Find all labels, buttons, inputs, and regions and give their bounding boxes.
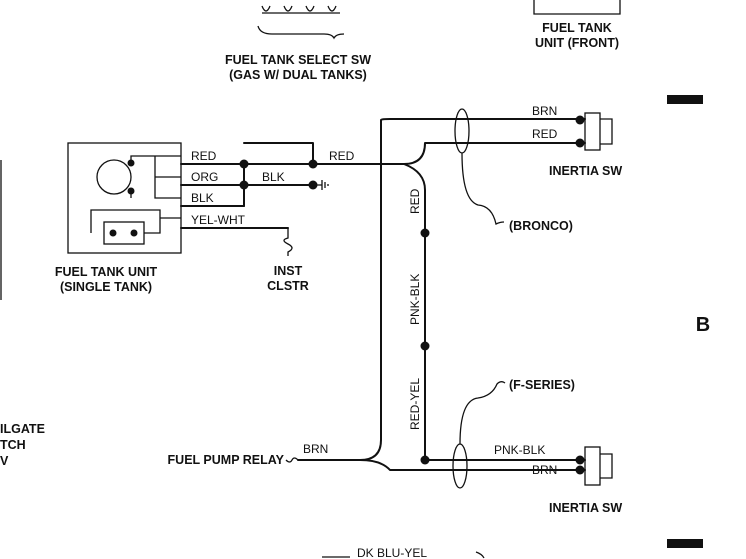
tank-unit-title: FUEL TANK UNIT bbox=[55, 265, 158, 279]
tank-unit-wires bbox=[180, 142, 382, 256]
bottom-cut-arrow bbox=[475, 551, 485, 559]
tank-unit-subtitle: (SINGLE TANK) bbox=[60, 280, 152, 294]
left-cut-label-2: TCH bbox=[0, 438, 26, 452]
select-switch-title: FUEL TANK SELECT SW bbox=[225, 53, 371, 67]
wire-label-red-out: RED bbox=[329, 149, 355, 163]
wire-label-blk: BLK bbox=[191, 191, 214, 205]
sender-gauge-icon bbox=[96, 159, 132, 195]
wire-label-blk-jumper: BLK bbox=[262, 170, 285, 184]
wire-label-red: RED bbox=[191, 149, 217, 163]
inertia-top-wire-brn: BRN bbox=[532, 104, 557, 118]
fuel-tank-unit-front-sublabel: UNIT (FRONT) bbox=[535, 36, 619, 50]
section-letter: B bbox=[696, 314, 710, 336]
inertia-bottom-wire-pnk-blk: PNK-BLK bbox=[494, 443, 545, 457]
fuel-tank-unit bbox=[67, 142, 182, 254]
wire-label-org: ORG bbox=[191, 170, 218, 184]
inertia-switch-top bbox=[454, 108, 613, 225]
inertia-bottom-wire-brn: BRN bbox=[532, 463, 557, 477]
wire-label-vertical-red-yel: RED-YEL bbox=[408, 378, 422, 430]
inertia-bottom-title: INERTIA SW bbox=[549, 501, 622, 515]
wire-label-vertical-red: RED bbox=[408, 188, 422, 214]
margin-tab-bottom bbox=[667, 539, 703, 548]
fuel-pump-relay-label: FUEL PUMP RELAY bbox=[168, 453, 285, 467]
inst-clstr-sublabel: CLSTR bbox=[267, 279, 309, 293]
wire-label-yel-wht: YEL-WHT bbox=[191, 213, 246, 227]
fuel-tank-unit-front-box bbox=[533, 0, 621, 15]
inst-clstr-label: INST bbox=[274, 264, 303, 278]
inertia-top-title: INERTIA SW bbox=[549, 164, 622, 178]
wire-label-vertical-pnk-blk: PNK-BLK bbox=[408, 274, 422, 325]
main-harness bbox=[285, 118, 586, 471]
harness-ring-top bbox=[454, 108, 470, 154]
select-switch-terminals bbox=[257, 5, 345, 40]
inertia-top-wire-red: RED bbox=[532, 127, 558, 141]
select-switch-subtitle: (GAS W/ DUAL TANKS) bbox=[229, 68, 367, 82]
left-cut-label-1: ILGATE bbox=[0, 422, 45, 436]
harness-ring-bottom bbox=[452, 443, 468, 489]
left-cut-label-3: V bbox=[0, 454, 9, 468]
inertia-top-callout: (BRONCO) bbox=[509, 219, 573, 233]
inertia-bottom-callout: (F-SERIES) bbox=[509, 378, 575, 392]
bottom-cut-label: DK BLU-YEL bbox=[357, 546, 427, 559]
fuel-tank-unit-front-label: FUEL TANK bbox=[542, 21, 612, 35]
margin-tab-top bbox=[667, 95, 703, 104]
inertia-switch-bottom bbox=[452, 381, 613, 489]
wire-label-relay-brn: BRN bbox=[303, 442, 328, 456]
